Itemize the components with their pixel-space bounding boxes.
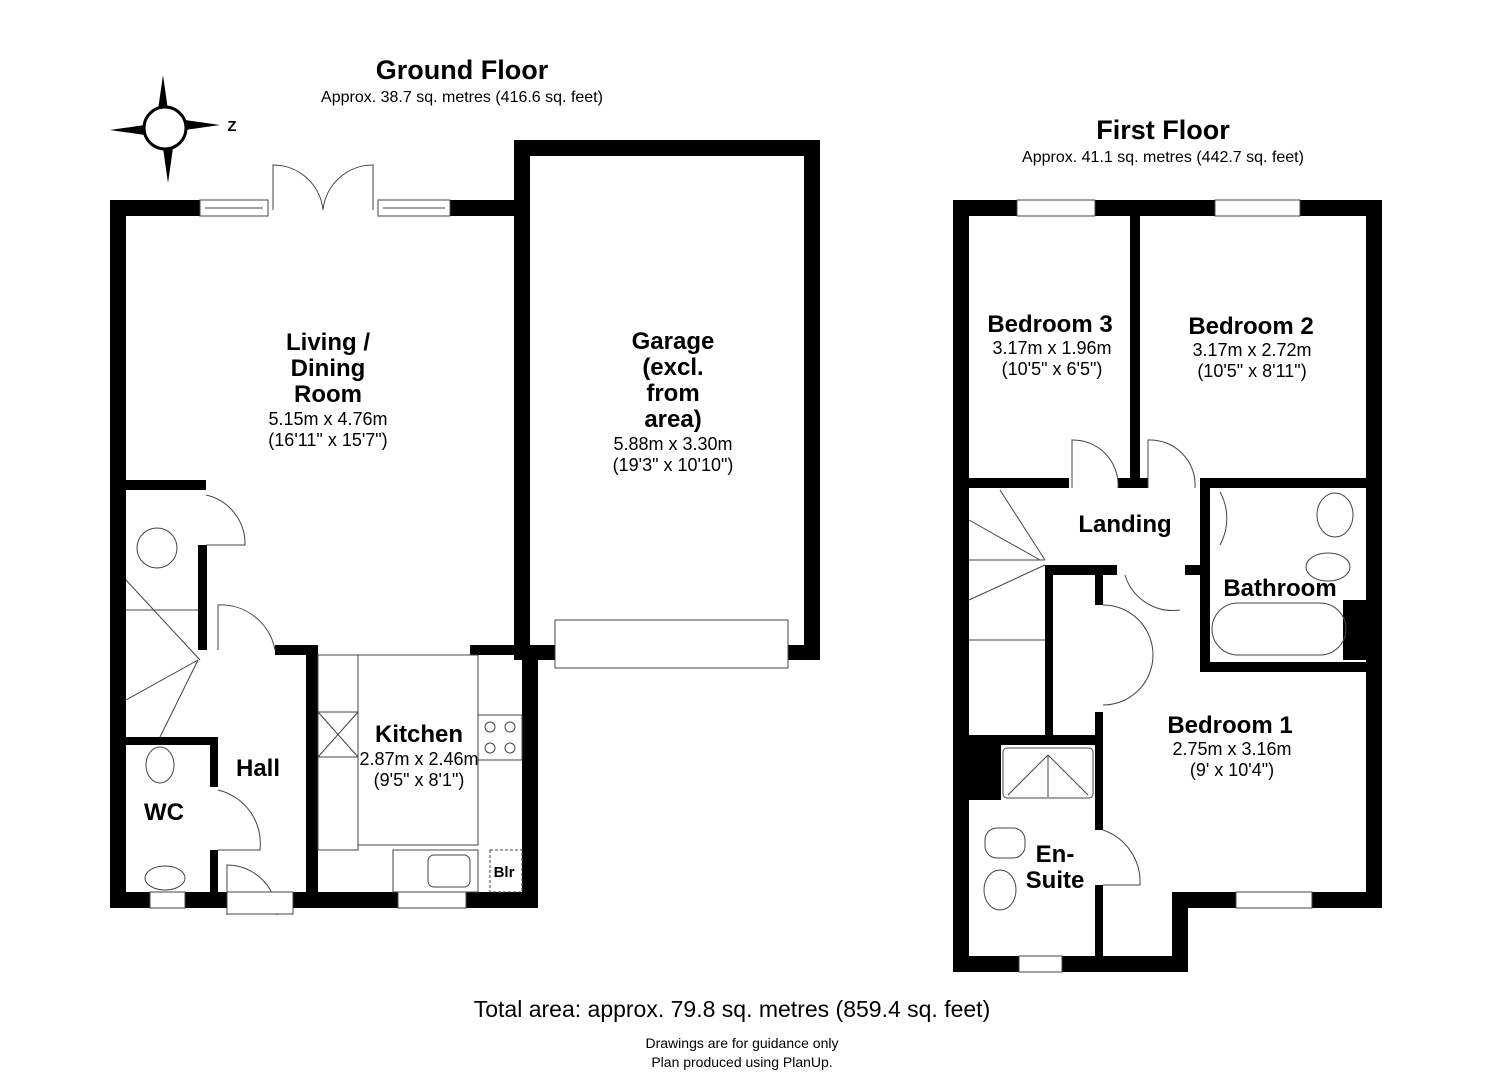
room-en-suite: En- Suite [1026, 841, 1085, 894]
svg-text:(19'3" x 10'10"): (19'3" x 10'10") [613, 455, 734, 475]
disclaimer: Drawings are for guidance only [646, 1035, 839, 1051]
svg-text:Suite: Suite [1026, 867, 1085, 894]
produced-by: Plan produced using PlanUp. [651, 1054, 832, 1070]
svg-text:area): area) [644, 406, 701, 433]
room-bathroom: Bathroom [1223, 575, 1336, 602]
svg-text:3.17m x 2.72m: 3.17m x 2.72m [1192, 340, 1311, 360]
room-living-dining: Living / Dining Room 5.15m x 4.76m (16'1… [268, 329, 387, 450]
svg-text:(16'11" x 15'7"): (16'11" x 15'7") [268, 430, 387, 450]
svg-text:(excl.: (excl. [642, 354, 703, 381]
svg-text:Garage: Garage [632, 328, 715, 355]
total-area: Total area: approx. 79.8 sq. metres (859… [474, 996, 991, 1022]
room-kitchen: Kitchen 2.87m x 2.46m (9'5" x 8'1") [359, 721, 478, 790]
room-bedroom-3: Bedroom 3 3.17m x 1.96m (10'5" x 6'5") [987, 311, 1112, 379]
ground-floor-fixtures [125, 164, 789, 916]
svg-text:(9'5" x 8'1"): (9'5" x 8'1") [374, 770, 465, 790]
room-garage: Garage (excl. from area) 5.88m x 3.30m (… [613, 328, 734, 475]
svg-text:(10'5" x 6'5"): (10'5" x 6'5") [1002, 359, 1103, 379]
room-hall: Hall [236, 755, 280, 782]
svg-text:from: from [646, 380, 699, 407]
first-floor-title: First Floor [1096, 115, 1230, 145]
svg-text:Bedroom 3: Bedroom 3 [987, 311, 1112, 338]
svg-text:Kitchen: Kitchen [375, 721, 463, 748]
svg-text:5.15m x 4.76m: 5.15m x 4.76m [268, 409, 387, 429]
first-floor-area: Approx. 41.1 sq. metres (442.7 sq. feet) [1022, 149, 1304, 166]
svg-text:3.17m x 1.96m: 3.17m x 1.96m [992, 338, 1111, 358]
svg-text:En-: En- [1036, 841, 1075, 868]
first-floor-walls [953, 200, 1382, 972]
svg-text:5.88m x 3.30m: 5.88m x 3.30m [613, 434, 732, 454]
ground-floor-title: Ground Floor [376, 55, 549, 85]
svg-text:Room: Room [294, 381, 362, 408]
room-landing: Landing [1078, 511, 1171, 538]
room-bedroom-1: Bedroom 1 2.75m x 3.16m (9' x 10'4") [1167, 712, 1292, 780]
first-floor-fixtures [968, 199, 1354, 973]
ground-floor-walls [110, 140, 820, 908]
svg-text:2.87m x 2.46m: 2.87m x 2.46m [359, 749, 478, 769]
compass-icon: Z [110, 75, 237, 183]
compass-label: Z [227, 118, 236, 135]
svg-text:Living /: Living / [286, 329, 370, 356]
ground-floor-area: Approx. 38.7 sq. metres (416.6 sq. feet) [321, 89, 603, 106]
svg-text:2.75m x 3.16m: 2.75m x 3.16m [1172, 739, 1291, 759]
room-wc: WC [144, 799, 184, 826]
room-bedroom-2: Bedroom 2 3.17m x 2.72m (10'5" x 8'11") [1188, 313, 1313, 381]
svg-text:(10'5" x 8'11"): (10'5" x 8'11") [1197, 361, 1306, 381]
svg-text:Bedroom 2: Bedroom 2 [1188, 313, 1313, 340]
boiler-label: Blr [494, 864, 515, 881]
svg-text:(9' x 10'4"): (9' x 10'4") [1190, 760, 1274, 780]
svg-text:Dining: Dining [291, 355, 366, 382]
svg-text:Bedroom 1: Bedroom 1 [1167, 712, 1292, 739]
